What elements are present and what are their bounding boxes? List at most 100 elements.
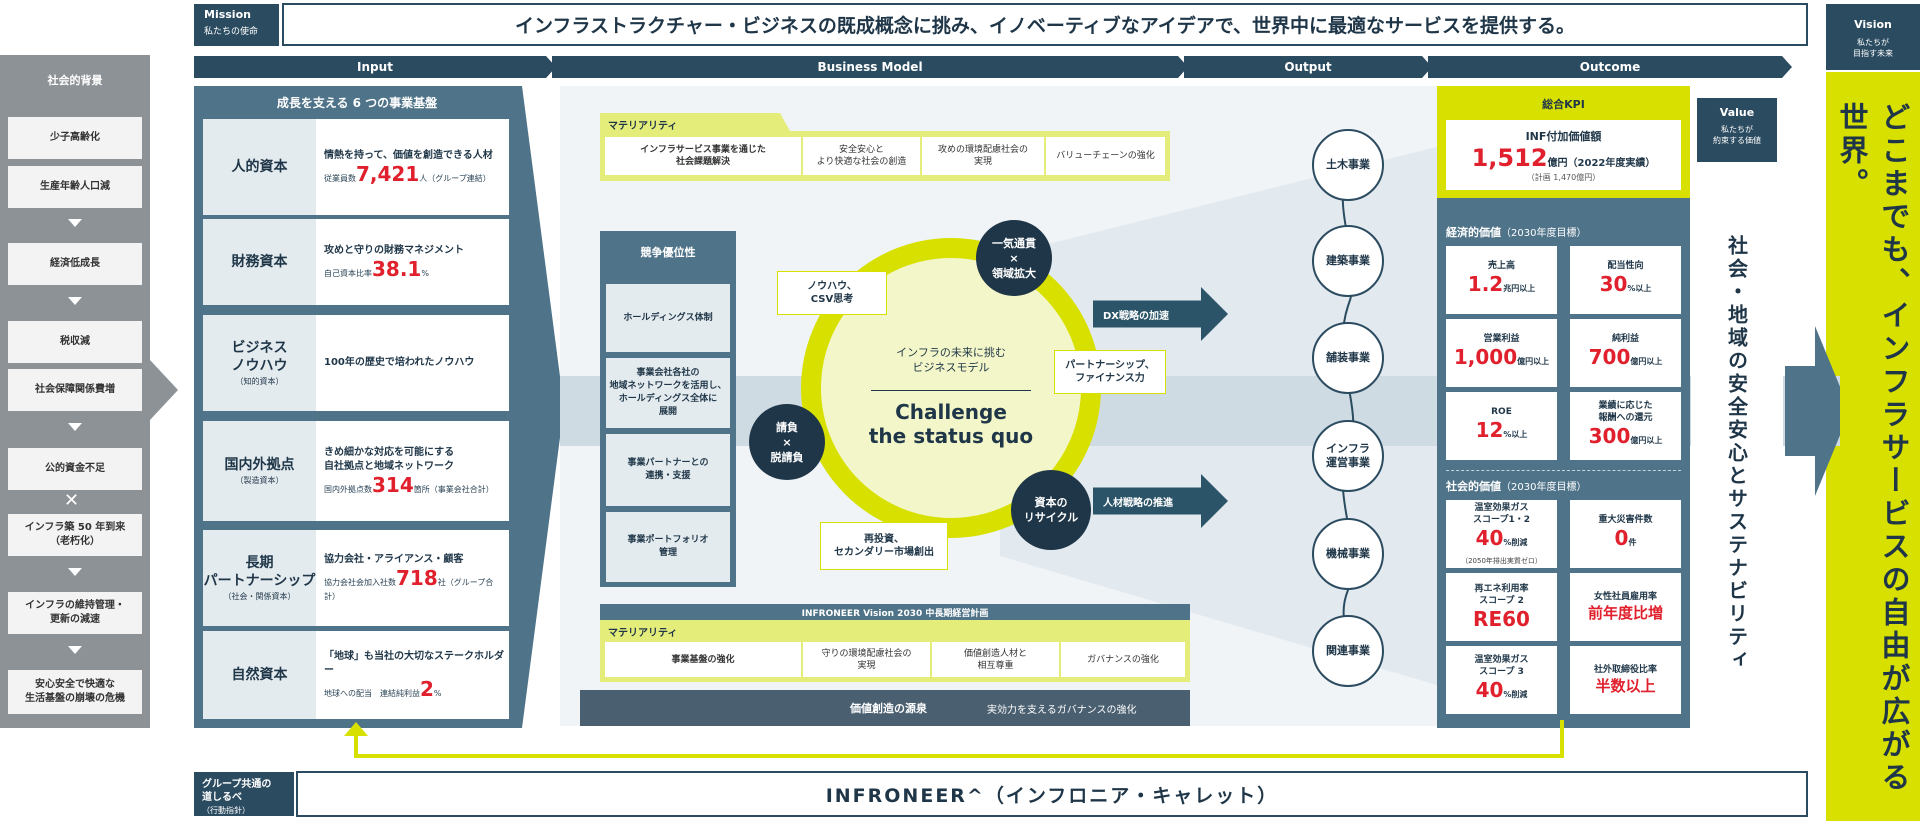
social-item: 税収減 [8, 321, 142, 363]
card-sub: （社会・関係資本） [223, 592, 296, 601]
economic-title: 経済的価値（2030年度目標） [1446, 226, 1587, 239]
competitive-item: ホールディングス体制 [606, 284, 730, 352]
foundation-sub: 実効力を支えるガバナンスの強化 [987, 704, 1137, 716]
phase-outcome: Outcome [1428, 56, 1792, 78]
social-item: 生産年齢人口減 [8, 166, 142, 208]
output-machinery: 機械事業 [1312, 518, 1384, 590]
value-tag-jp: 私たちが 約束する価値 [1713, 125, 1761, 145]
guideline-tag: グループ共通の 道しるべ （行動指針） [194, 772, 294, 816]
mission-tag: Mission 私たちの使命 [194, 4, 279, 46]
social-item: インフラの維持管理・ 更新の減速 [8, 592, 142, 634]
materiality-item: インフラサービス事業を通じた 社会課題解決 [605, 137, 801, 175]
foundation-bar: 価値創造の源泉 実効力を支えるガバナンスの強化 [580, 690, 1190, 726]
card-label: 長期 パートナーシップ [203, 555, 316, 589]
competitive-item: 事業パートナーとの 連携・支援 [606, 434, 730, 506]
competitive-title: 競争優位性 [640, 246, 696, 259]
kpi-cell: 女性社員雇用率前年度比増 [1570, 573, 1681, 641]
kpi-title: 総合KPI [1542, 98, 1585, 111]
card-label: 国内外拠点 [224, 457, 295, 473]
guideline-statement: INFRONEER^（インフロニア・キャレット） [296, 771, 1808, 817]
social-item: 安心安全で快適な 生活基盤の崩壊の危機 [8, 670, 142, 714]
kpi-value: 1,512 [1471, 144, 1548, 172]
social-background-arrow-icon [150, 360, 178, 420]
card-label: 自然資本 [231, 667, 288, 683]
card-stat-pre: 国内外拠点数 [324, 484, 372, 494]
kpi-note: （計画 1,470億円） [1526, 173, 1601, 182]
input-card-partnership: 長期 パートナーシップ（社会・関係資本） 協力会社・アライアンス・顧客 協力会社… [203, 530, 509, 626]
materiality-bottom-title: マテリアリティ [608, 628, 678, 639]
competitive-item: 事業ポートフォリオ 管理 [606, 512, 730, 582]
output-connector [1341, 163, 1355, 680]
mission-tag-jp: 私たちの使命 [204, 27, 259, 37]
vision-tag: Vision 私たちが 目指す未来 [1826, 4, 1920, 70]
down-arrow-icon [68, 646, 82, 654]
card-label: 人的資本 [231, 159, 288, 175]
vision-tag-jp: 私たちが 目指す未来 [1853, 38, 1893, 58]
down-arrow-icon [68, 219, 82, 227]
card-desc: 攻めと守りの財務マネジメント [324, 244, 464, 256]
output-civil: 土木事業 [1312, 129, 1384, 201]
materiality-top-title: マテリアリティ [608, 121, 678, 132]
card-stat-value: 314 [372, 472, 414, 497]
phase-business-model: Business Model [552, 56, 1188, 78]
input-title: 成長を支える 6 つの事業基盤 [276, 96, 438, 110]
materiality-item: ガバナンスの強化 [1061, 642, 1185, 677]
feedback-arrow [344, 720, 1564, 758]
card-stat-pre: 自己資本比率 [324, 268, 372, 278]
social-item: 社会保障関係費増 [8, 369, 142, 411]
social-item: インフラ築 50 年到来 （老朽化） [8, 514, 142, 556]
guideline-tag-sub: （行動指針） [202, 806, 250, 815]
tag-reinvest: 再投資、 セカンダリー市場創出 [820, 522, 948, 570]
outcome-divider [1446, 470, 1681, 471]
node-capital-recycle: 資本の リサイクル [1011, 470, 1091, 550]
materiality-item: 守りの環境配慮社会の 実現 [803, 642, 930, 677]
card-stat-pre: 従業員数 [324, 173, 356, 183]
input-card-human: 人的資本 情熱を持って、価値を創造できる人材 従業員数7,421人（グループ連結… [203, 119, 509, 215]
value-tag-en: Value [1719, 106, 1755, 119]
mission-tag-en: Mission [204, 8, 251, 21]
card-stat-value: 7,421 [356, 161, 420, 186]
input-card-locations: 国内外拠点（製造資本） きめ細かな対応を可能にする 自社拠点と地域ネットワーク … [203, 421, 509, 521]
card-stat-value: 718 [396, 565, 438, 590]
vision-panel: どこまでも、インフラサービスの自由が広がる世界。 [1826, 72, 1920, 821]
kpi-unit: 億円（2022年度実績） [1547, 158, 1656, 169]
card-stat-post: 人（グループ連結） [419, 173, 491, 183]
materiality-item: 攻めの環境配慮社会の 実現 [922, 137, 1044, 175]
model-title: Challenge the status quo [868, 400, 1034, 448]
social-item: 少子高齢化 [8, 117, 142, 159]
card-stat-post: % [421, 268, 429, 278]
card-label: ビジネス ノウハウ [231, 340, 288, 374]
materiality-item: 安全安心と より快適な社会の創造 [803, 137, 920, 175]
tag-partnership: パートナーシップ、 ファイナンス力 [1054, 350, 1166, 394]
card-desc: 100年の歴史で培われたノウハウ [324, 357, 475, 368]
card-stat-post: % [433, 688, 442, 698]
card-sub: （製造資本） [235, 476, 284, 485]
card-stat-pre: 地球への配当 連結純利益 [324, 688, 420, 698]
output-related: 関連事業 [1312, 615, 1384, 687]
kpi-cell: 社外取締役比率半数以上 [1570, 646, 1681, 714]
social-item: 経済低成長 [8, 243, 142, 285]
card-stat-value: 2 [420, 676, 434, 701]
guideline-tag-main: グループ共通の 道しるべ [202, 779, 272, 803]
node-contracting: 請負 × 脱請負 [749, 404, 825, 480]
competitive-item: 事業会社各社の 地域ネットワークを活用し、 ホールディングス全体に 展開 [606, 358, 730, 428]
card-stat-post: 社（グループ合計） [324, 577, 494, 601]
card-stat-value: 38.1 [372, 256, 422, 281]
card-stat-post: 箇所（事業会社合計） [413, 484, 494, 494]
materiality-item: 価値創造人材と 相互尊重 [932, 642, 1059, 677]
value-tag: Value 私たちが 約束する価値 [1697, 98, 1777, 162]
input-card-financial: 財務資本 攻めと守りの財務マネジメント 自己資本比率38.1% [203, 219, 509, 305]
phase-input: Input [194, 56, 556, 78]
output-infra-operation: インフラ 運営事業 [1312, 420, 1384, 492]
card-desc: きめ細かな対応を可能にする 自社拠点と地域ネットワーク [324, 446, 455, 472]
output-building: 建築事業 [1312, 225, 1384, 297]
card-desc: 協力会社・アライアンス・顧客 [324, 553, 464, 565]
kpi-box: INF付加価値額 1,512億円（2022年度実績） （計画 1,470億円） [1446, 120, 1681, 190]
card-sub: （知的資本） [235, 377, 284, 386]
kpi-line1: INF付加価値額 [1525, 130, 1602, 143]
input-card-knowhow: ビジネス ノウハウ （知的資本） 100年の歴史で培われたノウハウ [203, 315, 509, 411]
